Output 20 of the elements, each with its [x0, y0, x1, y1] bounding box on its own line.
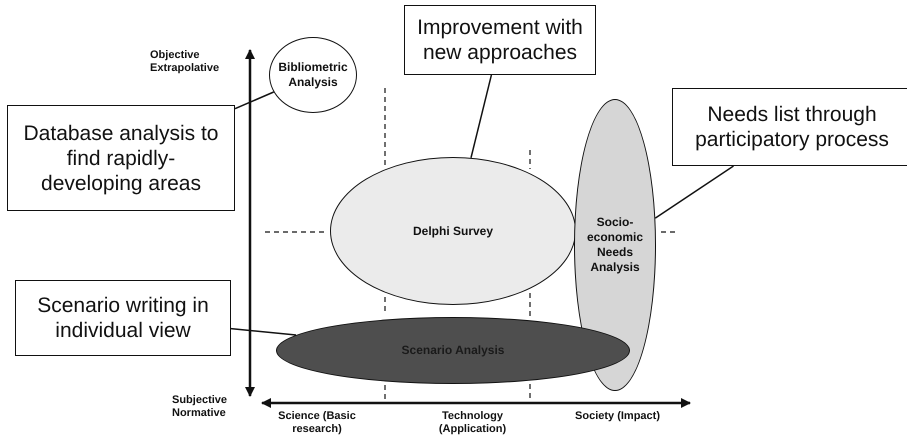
leader-line: [470, 74, 492, 158]
leader-line: [654, 165, 734, 219]
callout-text: Improvement with new approaches: [416, 15, 584, 65]
region-label: Bibliometric Analysis: [277, 60, 349, 90]
category-label: Society (Impact): [575, 410, 660, 423]
callout-box: [404, 5, 596, 75]
callout-text: Scenario writing in individual view: [36, 293, 210, 343]
category-label: Technology (Application): [438, 410, 508, 436]
callout-box: [15, 280, 231, 356]
callout-text: Needs list through participatory process: [694, 102, 890, 152]
region-label: Delphi Survey: [412, 224, 494, 238]
leader-line: [230, 328, 296, 336]
category-label: Science (Basic research): [277, 410, 357, 436]
callout-box: [672, 88, 907, 166]
axis-label: Objective Extrapolative: [150, 49, 220, 75]
callout-text: Database analysis to find rapidly-developing areas: [22, 120, 220, 196]
leader-line: [234, 91, 274, 110]
region-label: Socio-economic Needs Analysis: [586, 215, 644, 275]
axis-label: Subjective Normative: [172, 394, 228, 420]
callout-box: [7, 105, 235, 211]
